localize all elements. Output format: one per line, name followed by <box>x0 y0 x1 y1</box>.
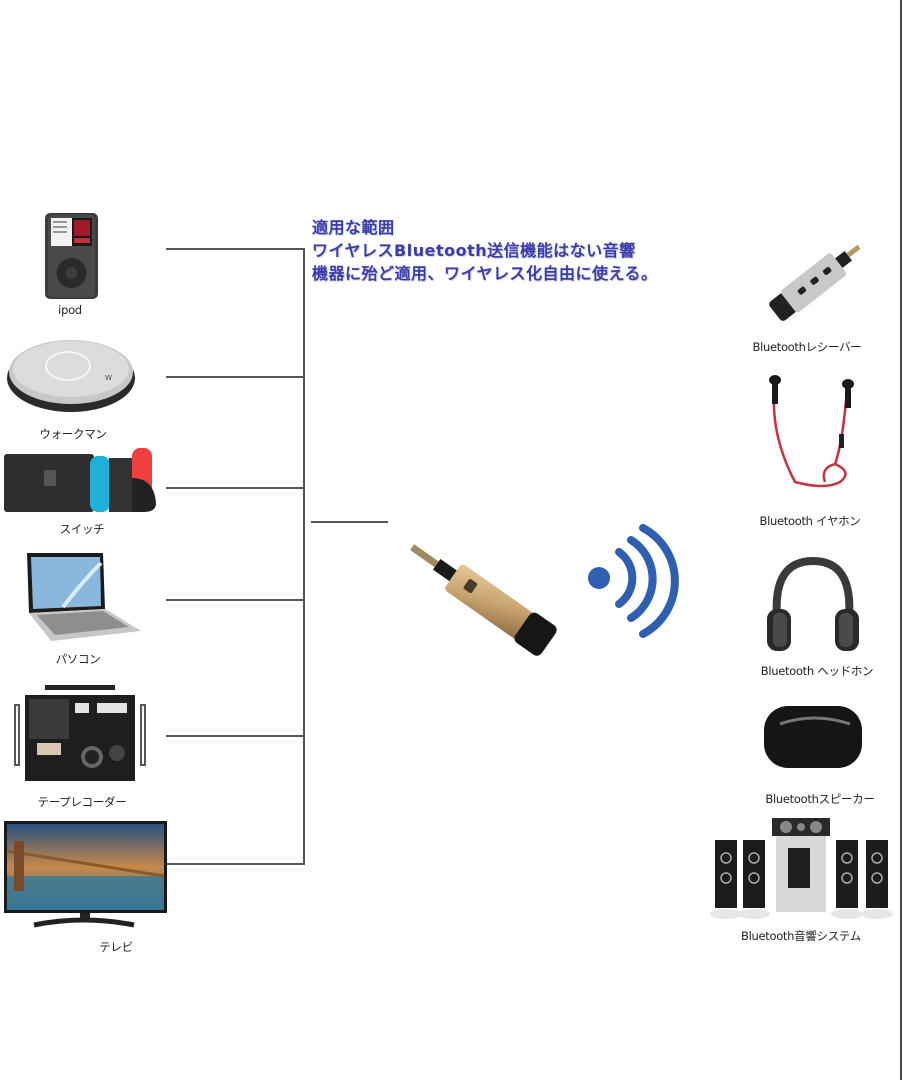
caption-line-2: ワイヤレスBluetooth送信機能はない音響 <box>312 241 636 260</box>
tape-recorder-icon <box>14 685 146 781</box>
laptop-icon <box>27 553 141 641</box>
receiver-label: Bluetoothレシーバー <box>752 340 862 354</box>
bluetooth-receiver-icon <box>769 244 861 321</box>
tv-icon <box>4 821 167 928</box>
right-border <box>900 0 902 1080</box>
headphones-icon <box>767 556 859 651</box>
walkman-icon: W <box>7 340 135 412</box>
game-console-icon <box>4 448 156 512</box>
caption-title: 適用な範囲 <box>312 218 395 237</box>
usage-caption: 適用な範囲 ワイヤレスBluetooth送信機能はない音響 機器に殆ど適用、ワイ… <box>312 216 658 285</box>
sound-system-label: Bluetooth音響システム <box>741 929 861 943</box>
caption-line-3: 機器に殆ど適用、ワイヤレス化自由に使える。 <box>312 264 658 283</box>
svg-text:W: W <box>105 374 112 382</box>
tv-label: テレビ <box>99 940 133 954</box>
walkman-label: ウォークマン <box>39 427 107 441</box>
tape-recorder-label: テープレコーダー <box>37 795 127 809</box>
speaker-icon <box>764 706 862 768</box>
headphones-label: Bluetooth ヘッドホン <box>760 664 874 678</box>
speaker-label: Bluetoothスピーカー <box>765 792 875 806</box>
earphones-label: Bluetooth イヤホン <box>759 514 861 528</box>
switch-label: スイッチ <box>59 522 105 536</box>
sound-system-icon <box>710 818 893 919</box>
ipod-icon <box>45 213 98 299</box>
ipod-label: ipod <box>58 303 82 317</box>
bluetooth-transmitter-icon <box>410 544 557 656</box>
wireless-signal-icon <box>588 524 679 638</box>
earphones-icon <box>769 375 854 488</box>
laptop-label: パソコン <box>55 652 101 666</box>
